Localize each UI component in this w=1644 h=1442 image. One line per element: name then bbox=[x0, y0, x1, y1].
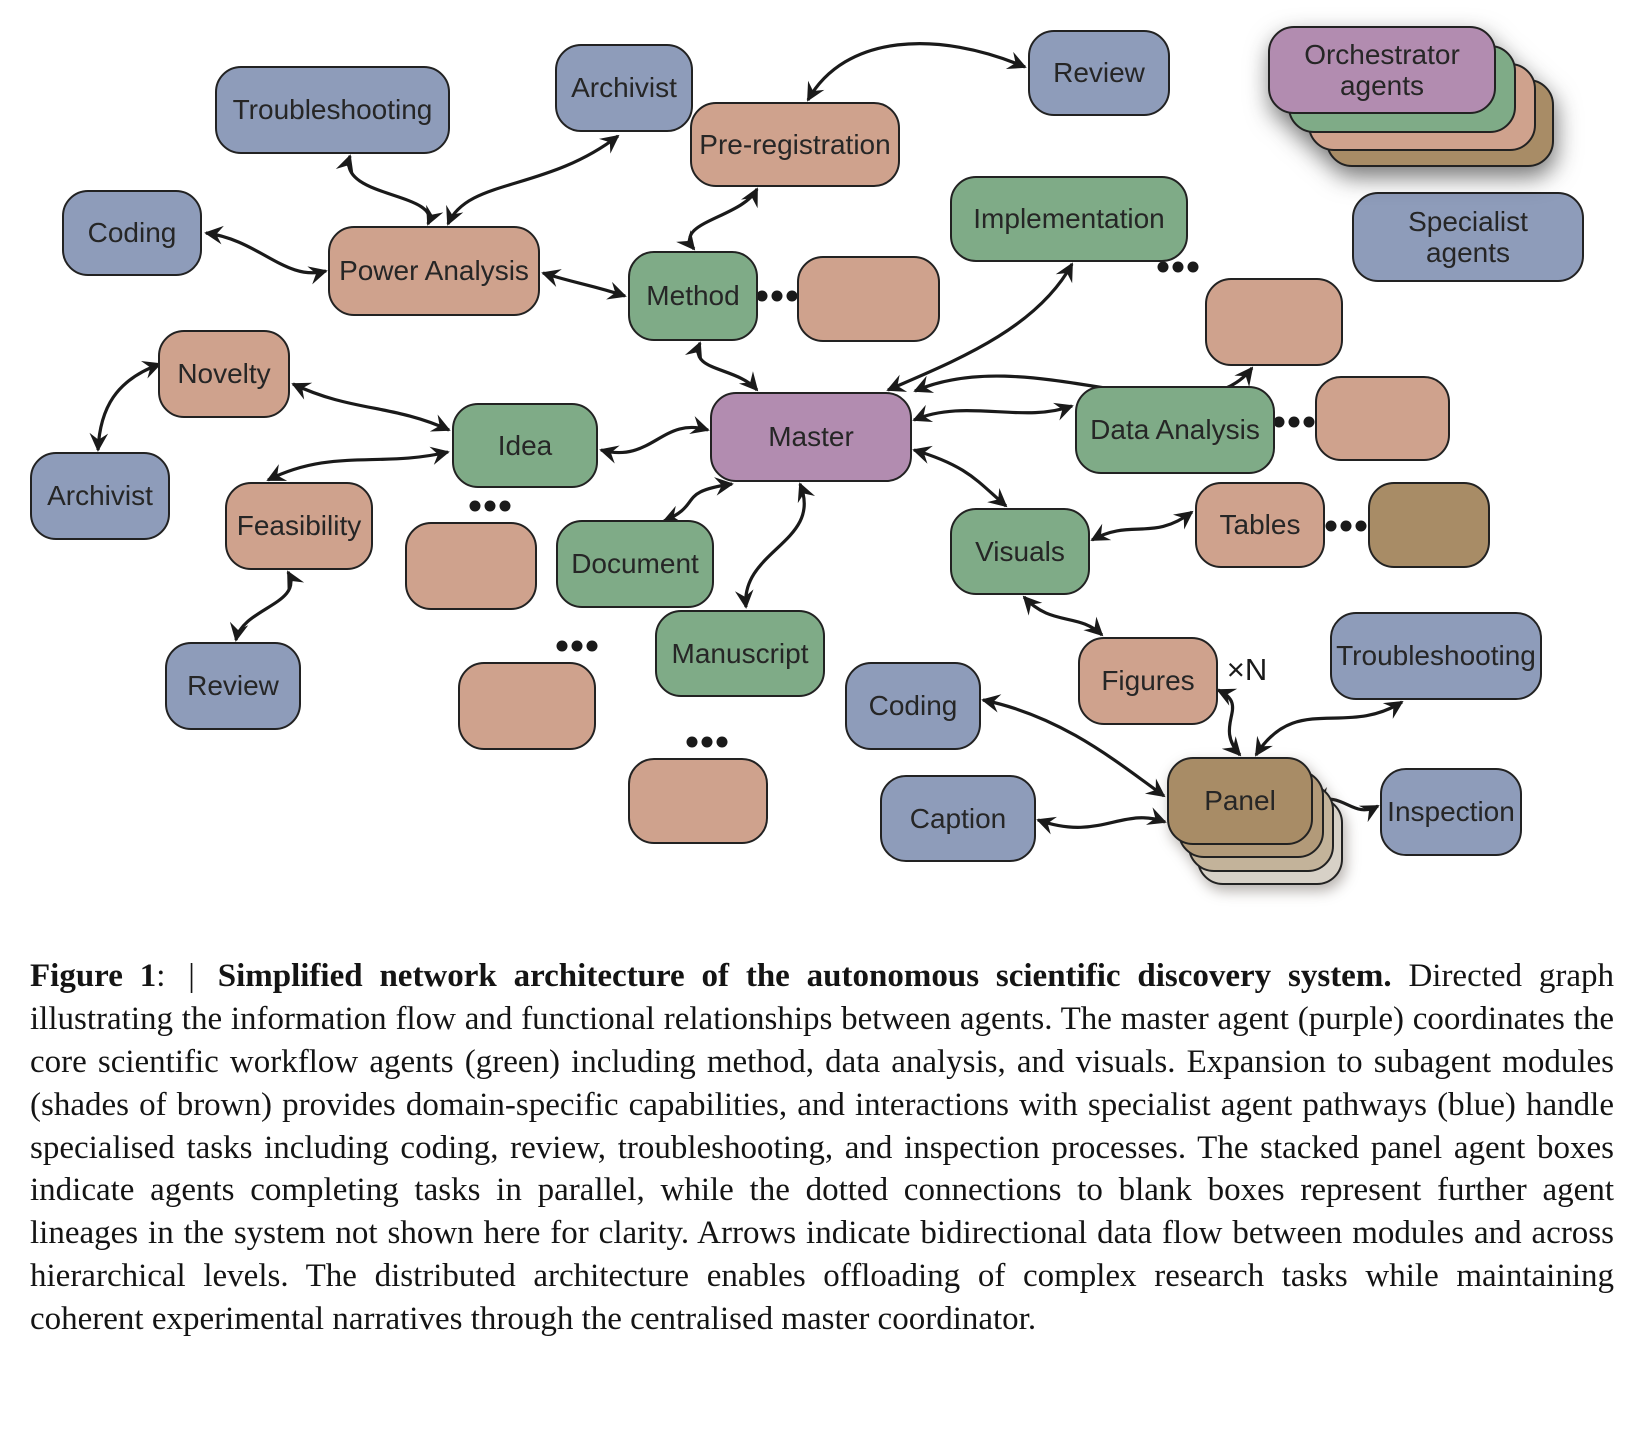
node-specialist-agents: Specialist agents bbox=[1352, 192, 1584, 282]
node-pre-registration: Pre-registration bbox=[690, 102, 900, 187]
caption-title: Simplified network architecture of the a… bbox=[217, 958, 1392, 994]
edge-master--data-analysis bbox=[912, 402, 1074, 423]
node-orchestrator-agents: Orchestrator agents bbox=[1268, 26, 1496, 114]
node-coding-bottom: Coding bbox=[845, 662, 981, 750]
edge-panel--caption-node bbox=[1036, 807, 1167, 835]
edge-power-analysis--archivist-top bbox=[446, 134, 620, 226]
figure-label: Figure 1 bbox=[30, 958, 157, 994]
edge-pre-registration--review-top bbox=[806, 42, 1027, 102]
edge-figures--panel bbox=[1216, 688, 1242, 757]
ellipsis-after-implementation bbox=[1157, 261, 1199, 273]
edge-visuals--tables bbox=[1090, 510, 1194, 542]
node-figures: Figures bbox=[1078, 637, 1218, 725]
edge-idea--novelty bbox=[291, 382, 451, 432]
node-coding-top: Coding bbox=[62, 190, 202, 276]
ellipsis-after-method bbox=[756, 290, 798, 302]
edge-power-analysis--coding-top bbox=[204, 225, 328, 285]
node-blank-document bbox=[458, 662, 596, 750]
node-panel: Panel bbox=[1167, 757, 1313, 845]
node-archivist-top: Archivist bbox=[555, 44, 693, 132]
caption-separator: | bbox=[188, 958, 195, 994]
edge-feasibility--review-left bbox=[229, 570, 305, 642]
edge-novelty--archivist-left bbox=[89, 360, 162, 452]
edge-panel--troubleshooting-right bbox=[1254, 700, 1404, 757]
diagram-edges bbox=[89, 42, 1404, 835]
edge-master--implementation bbox=[886, 262, 1074, 392]
node-archivist-left: Archivist bbox=[30, 452, 170, 540]
node-troubleshooting-top: Troubleshooting bbox=[215, 66, 450, 154]
edge-master--visuals bbox=[912, 445, 1008, 508]
node-method: Method bbox=[628, 251, 758, 341]
node-visuals: Visuals bbox=[950, 508, 1090, 595]
node-blank-implementation bbox=[1205, 278, 1343, 366]
node-review-top: Review bbox=[1028, 30, 1170, 116]
edge-idea--feasibility bbox=[266, 446, 450, 482]
edge-master--idea bbox=[599, 416, 710, 464]
edge-visuals--figures bbox=[1022, 595, 1104, 637]
edge-coding-bottom--panel bbox=[981, 694, 1166, 798]
node-tables: Tables bbox=[1195, 482, 1325, 568]
node-blank-data-analysis bbox=[1315, 376, 1450, 461]
node-data-analysis: Data Analysis bbox=[1075, 386, 1275, 474]
caption-body: Directed graph illustrating the informat… bbox=[30, 958, 1615, 1338]
edge-method--master bbox=[684, 341, 759, 392]
edge-power-analysis--troubleshooting-top bbox=[335, 154, 444, 226]
ellipsis-below-document bbox=[556, 640, 598, 652]
node-blank-idea bbox=[405, 522, 537, 610]
node-caption-node: Caption bbox=[880, 775, 1036, 862]
node-inspection: Inspection bbox=[1380, 768, 1522, 856]
edge-power-analysis--method bbox=[541, 269, 627, 300]
node-power-analysis: Power Analysis bbox=[328, 226, 540, 316]
ellipsis-after-tables bbox=[1325, 520, 1367, 532]
edge-method--pre-registration bbox=[676, 187, 759, 251]
node-blank-manuscript bbox=[628, 758, 768, 844]
node-troubleshooting-right: Troubleshooting bbox=[1330, 612, 1542, 700]
node-document: Document bbox=[556, 520, 714, 608]
ellipsis-below-idea bbox=[469, 500, 511, 512]
figure-label-colon: : bbox=[156, 958, 166, 994]
node-blank-method bbox=[797, 256, 940, 342]
node-feasibility: Feasibility bbox=[225, 482, 373, 570]
node-implementation: Implementation bbox=[950, 176, 1188, 262]
node-manuscript: Manuscript bbox=[655, 610, 825, 697]
node-novelty: Novelty bbox=[158, 330, 290, 418]
node-blank-tables bbox=[1368, 482, 1490, 568]
ellipsis-after-data-analysis bbox=[1273, 416, 1315, 428]
ellipsis-below-manuscript bbox=[686, 736, 728, 748]
edge-master--manuscript bbox=[734, 482, 816, 609]
node-master: Master bbox=[710, 392, 912, 482]
figure-caption: Figure 1: | Simplified network architect… bbox=[30, 955, 1614, 1341]
node-idea: Idea bbox=[452, 403, 598, 488]
edge-master--document bbox=[662, 477, 734, 524]
multiplier-label: ×N bbox=[1226, 652, 1268, 687]
node-review-left: Review bbox=[165, 642, 301, 730]
